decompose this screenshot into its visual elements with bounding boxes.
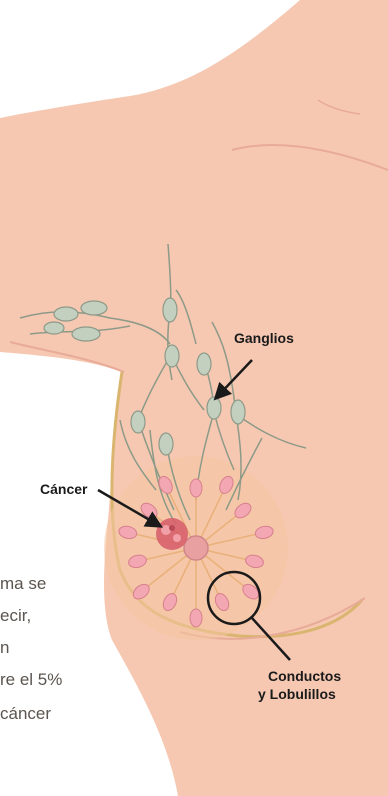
label-lobulillos: y Lobulillos (258, 686, 336, 702)
label-ganglios: Ganglios (234, 330, 294, 346)
lymph-node (131, 411, 145, 433)
lymph-node (197, 353, 211, 375)
nipple (184, 536, 208, 560)
lobule (190, 609, 202, 627)
lobule (190, 479, 202, 497)
lymph-node (165, 345, 179, 367)
lymph-node (163, 298, 177, 322)
lymph-node (231, 400, 245, 424)
lymph-node (81, 301, 107, 315)
label-conductos: Conductos (268, 668, 341, 684)
label-cancer: Cáncer (40, 481, 87, 497)
tumor (156, 518, 188, 550)
lymph-node (54, 307, 78, 321)
lymph-node (72, 327, 100, 341)
lymph-node (207, 397, 221, 419)
lymph-node (44, 322, 64, 334)
lymph-node (159, 433, 173, 455)
